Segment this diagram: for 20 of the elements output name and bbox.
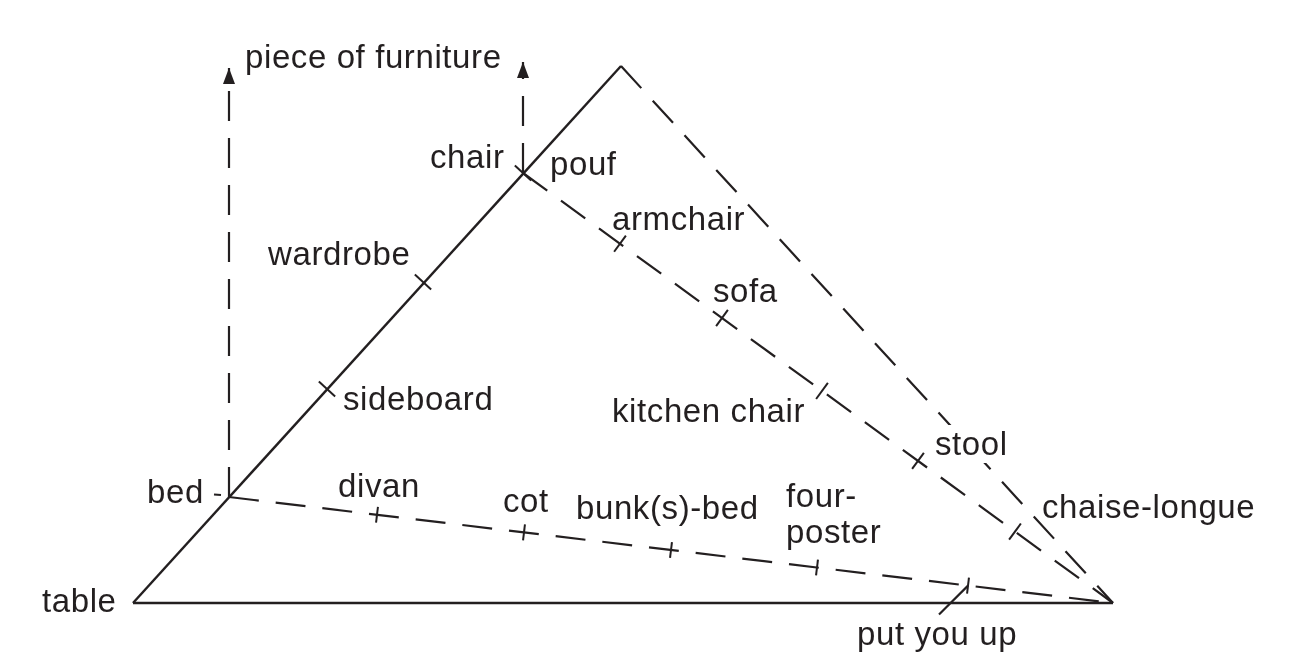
dashed-arrow [517,62,529,173]
leader-line [938,584,969,616]
term-label: pouf [550,144,617,183]
term-label: kitchen chair [612,391,806,430]
dashed-arrow [223,68,235,497]
term-label: wardrobe [268,234,411,273]
term-label: sofa [713,271,778,310]
term-label: sideboard [343,379,494,418]
term-label: put you up [857,614,1018,653]
term-label: stool [935,424,1008,463]
term-label: four-poster [786,477,883,550]
term-label: chaise-longue [1042,487,1256,526]
term-label: divan [338,466,420,505]
term-label: bunk(s)-bed [576,488,759,527]
term-label: cot [503,481,549,520]
term-label: piece of furniture [229,37,523,76]
term-label: bed [147,472,229,511]
term-label: armchair [612,199,746,238]
term-label: chair [430,137,523,176]
term-label: table [42,581,117,620]
